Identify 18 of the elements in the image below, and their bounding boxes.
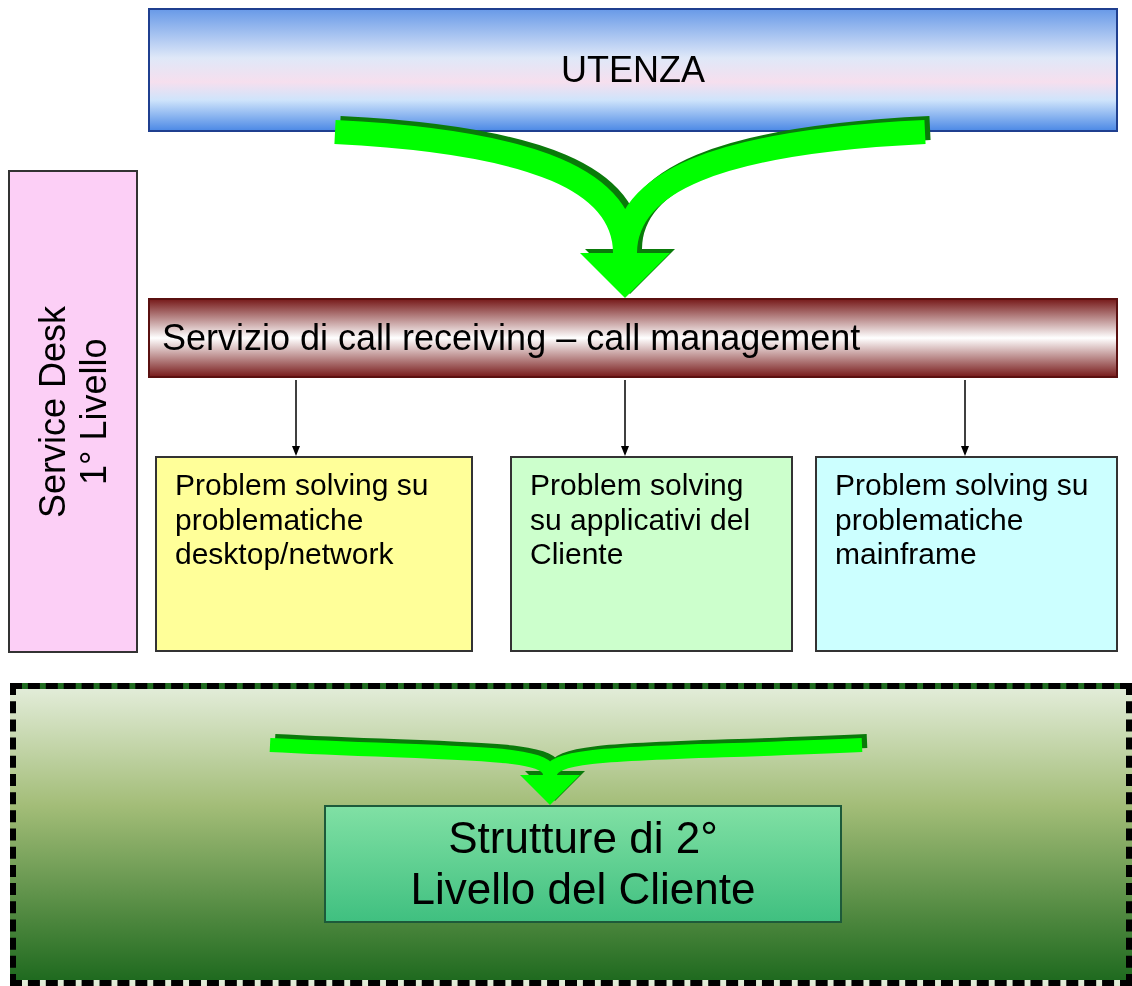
process-box bbox=[324, 805, 842, 923]
box-label: UTENZA bbox=[561, 49, 705, 91]
dashed-region bbox=[10, 683, 1132, 986]
box-label: Problem solving su problematiche desktop/network bbox=[175, 468, 430, 572]
arrow bbox=[961, 379, 969, 456]
box-label: Problem solving su applicativi del Cliente bbox=[530, 468, 752, 572]
arrow bbox=[621, 379, 629, 456]
side-label-panel bbox=[8, 170, 138, 653]
box-label: Strutture di 2° Livello del Cliente bbox=[409, 813, 757, 915]
process-box bbox=[155, 456, 473, 652]
box-label: Servizio di call receiving – call management bbox=[162, 317, 861, 359]
arrow bbox=[292, 379, 300, 456]
title-bar bbox=[148, 8, 1118, 132]
box-label: Service Desk 1° Livello bbox=[31, 304, 115, 520]
box-label: Problem solving su problematiche mainframe bbox=[835, 468, 1090, 572]
process-box bbox=[815, 456, 1118, 652]
process-bar bbox=[148, 298, 1118, 378]
process-box bbox=[510, 456, 793, 652]
